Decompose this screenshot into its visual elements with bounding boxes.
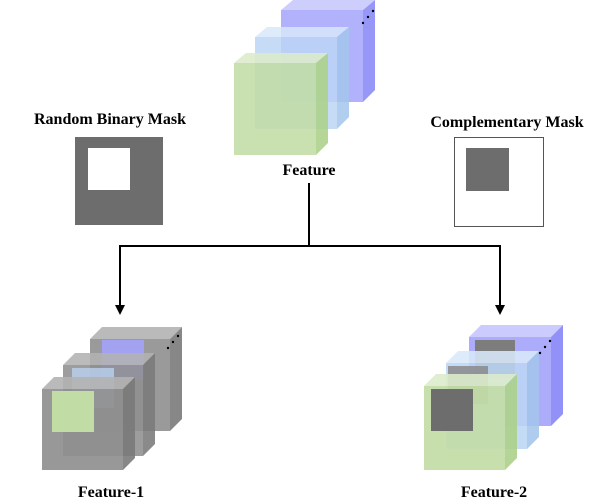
- feature-label: Feature: [282, 162, 335, 179]
- feature2-stack: [424, 325, 563, 470]
- feature1-label: Feature-1: [78, 484, 144, 500]
- feature2-layer-front: [424, 374, 517, 470]
- random-binary-mask: [75, 137, 163, 225]
- feature-layer-green: [234, 53, 328, 155]
- feature1-dots: [166, 334, 180, 350]
- feature2-label: Feature-2: [461, 484, 527, 500]
- random-mask-label: Random Binary Mask: [34, 111, 186, 128]
- feature-stack: [234, 0, 375, 155]
- more-layers-dots: [361, 9, 375, 25]
- complementary-mask: [454, 137, 544, 227]
- feature2-dots: [538, 339, 552, 355]
- split-arrows: [115, 183, 505, 315]
- feature1-layer-front: [42, 377, 135, 470]
- complementary-mask-label: Complementary Mask: [430, 114, 583, 131]
- feature1-stack: [42, 327, 182, 470]
